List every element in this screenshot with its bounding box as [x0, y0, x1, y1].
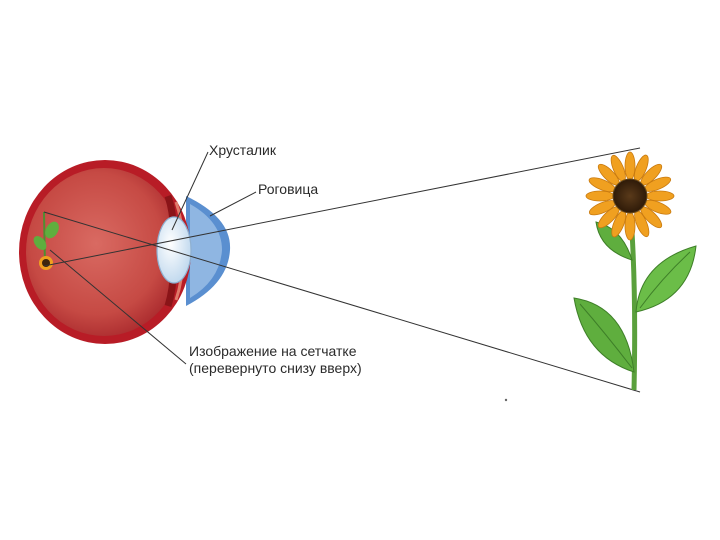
ray-bottom: [43, 211, 641, 393]
stem: [629, 231, 638, 391]
lens-shape: [156, 216, 192, 284]
leaf-right: [635, 245, 697, 313]
label-retina-image: Изображение на сетчатке (перевернуто сни…: [189, 343, 362, 377]
label-cornea: Роговица: [258, 181, 319, 197]
ray-lines: [43, 147, 641, 393]
label-retina-image-line1: Изображение на сетчатке: [189, 343, 357, 359]
pointer-retina-image: [49, 249, 187, 365]
sunflower: [573, 151, 697, 391]
eyeball: [19, 160, 231, 344]
pointer-cornea: [209, 191, 257, 217]
ray-top: [43, 147, 641, 267]
sunflower-center: [613, 179, 647, 213]
leaf-lower-left: [573, 297, 635, 373]
stray-mark: [504, 398, 508, 402]
label-lens: Хрусталик: [209, 142, 276, 158]
leaf-upper-left: [595, 221, 633, 261]
pointer-lens: [171, 151, 209, 231]
label-retina-image-line2: (перевернуто снизу вверх): [189, 360, 362, 376]
